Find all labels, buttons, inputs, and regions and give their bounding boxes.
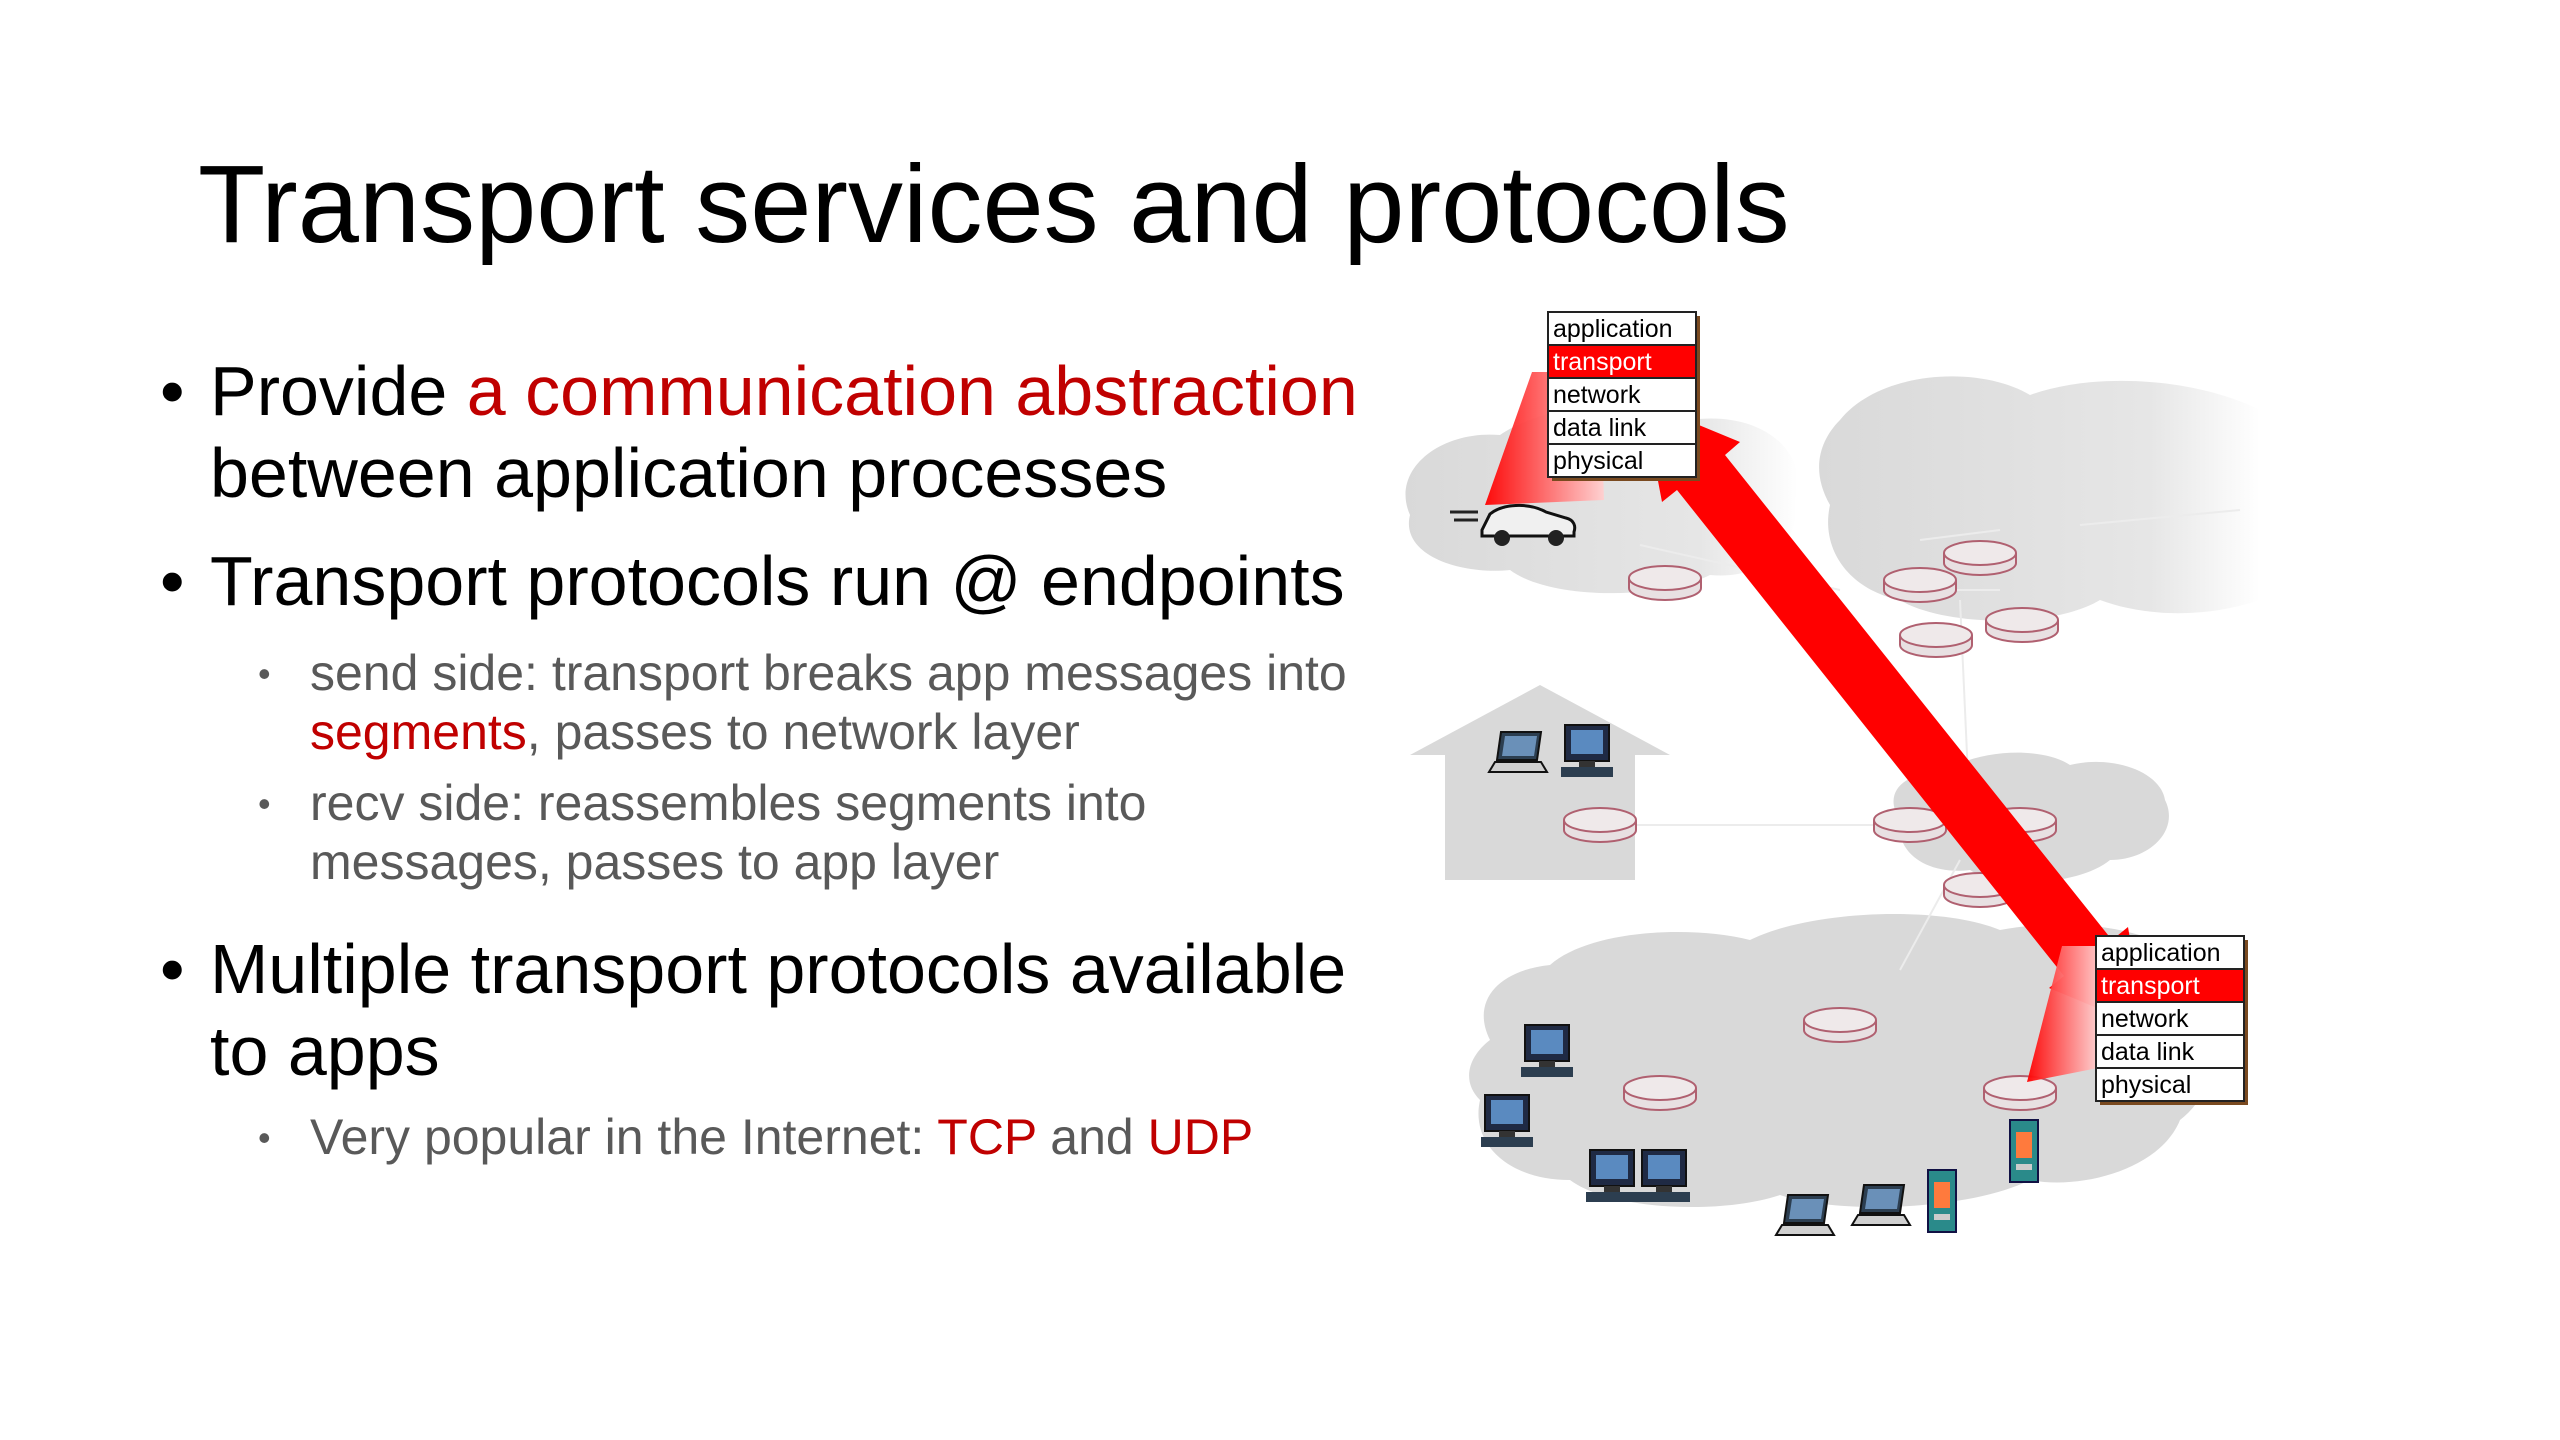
bullet-dot: • <box>160 930 185 1008</box>
sub-bullet-text-prefix: Very popular in the Internet: <box>310 1109 938 1165</box>
stack-layer-transport: transport <box>2101 972 2200 1000</box>
stack-layer-box <box>2095 1067 2245 1102</box>
laptop-icon <box>1775 1194 1835 1236</box>
stack-layer-data-link: data link <box>1553 414 1647 442</box>
sub-bullet-text-prefix: send side: transport breaks app messages… <box>310 645 1347 701</box>
router-icon <box>1983 1075 2057 1111</box>
stack-layer-network: network <box>2101 1005 2189 1033</box>
sub-bullet-dot: • <box>258 783 271 824</box>
house-icon <box>1410 685 1670 880</box>
desktop-icon <box>1480 1094 1534 1148</box>
bullet-text-prefix: Provide <box>210 352 467 430</box>
sub-bullet-tcp-udp: • Very popular in the Internet: TCP and … <box>160 1108 1360 1167</box>
cloud-top-right <box>1819 376 2260 621</box>
router-icon <box>1563 807 1637 843</box>
bullet-endpoints: • Transport protocols run @ endpoints <box>160 540 1360 622</box>
stack-layer-transport: transport <box>1553 348 1652 376</box>
sub-bullet-dot: • <box>258 1117 271 1158</box>
bullet-list: • Provide a communication abstraction be… <box>160 350 1360 1179</box>
desktop-icon <box>1560 724 1614 778</box>
desktop-icon <box>1585 1149 1639 1203</box>
tcp-label: TCP <box>937 1109 1037 1165</box>
stack-layer-box <box>2095 1001 2245 1036</box>
router-icon <box>1803 1007 1877 1043</box>
desktop-icon <box>1637 1149 1691 1203</box>
stack-layer-network: network <box>1553 381 1641 409</box>
stack-layer-data-link: data link <box>2101 1038 2195 1066</box>
router-icon <box>1883 567 1957 603</box>
sub-bullet-highlight: segments <box>310 704 527 760</box>
transport-arrow <box>1643 402 2145 1028</box>
sub-bullet-text-mid: and <box>1036 1109 1148 1165</box>
stack-layer-physical: physical <box>2101 1071 2191 1099</box>
router-icon <box>1623 1075 1697 1111</box>
stack-layer-box <box>2095 1034 2245 1069</box>
sub-bullet-send-side: • send side: transport breaks app messag… <box>160 644 1360 762</box>
stack-layer-box <box>1547 443 1697 478</box>
router-icon <box>1943 540 2017 576</box>
protocol-stack-bottom: application transport network data link phys… <box>2095 935 2248 1105</box>
car-icon <box>1450 504 1577 546</box>
stack-pointer-bottom <box>2027 946 2098 1082</box>
bullet-text-suffix: between application processes <box>210 434 1168 512</box>
server-icon <box>1927 1169 1957 1233</box>
protocol-stack-top: application transport network data link phys… <box>1547 311 1700 481</box>
bullet-dot: • <box>160 542 185 620</box>
router-icon <box>1985 607 2059 643</box>
bullet-text: Multiple transport protocols available t… <box>210 930 1347 1090</box>
stack-layer-application: application <box>1553 315 1673 343</box>
router-icon <box>1628 565 1702 601</box>
sub-bullet-text-suffix: , passes to network layer <box>526 704 1080 760</box>
stack-layer-box <box>1547 311 1697 346</box>
router-icon <box>1899 622 1973 658</box>
stack-layer-box <box>2095 935 2245 970</box>
sub-bullet-recv-side: • recv side: reassembles segments into m… <box>160 774 1360 892</box>
sub-bullet-text: recv side: reassembles segments into mes… <box>310 775 1147 890</box>
bullet-dot: • <box>160 352 185 430</box>
server-icon <box>2009 1119 2039 1183</box>
stack-layer-application: application <box>2101 939 2221 967</box>
bullet-multiple-protocols: • Multiple transport protocols available… <box>160 928 1360 1092</box>
bullet-highlight: a communication abstraction <box>466 352 1358 430</box>
bullet-text: Transport protocols run @ endpoints <box>210 542 1345 620</box>
slide-title: Transport services and protocols <box>198 143 1790 266</box>
bullet-abstraction: • Provide a communication abstraction be… <box>160 350 1360 514</box>
sub-bullet-dot: • <box>258 653 271 694</box>
udp-label: UDP <box>1147 1109 1254 1165</box>
desktop-icon <box>1520 1024 1574 1078</box>
network-diagram: application transport network data link phys… <box>1380 300 2260 1300</box>
stack-layer-physical: physical <box>1553 447 1643 475</box>
